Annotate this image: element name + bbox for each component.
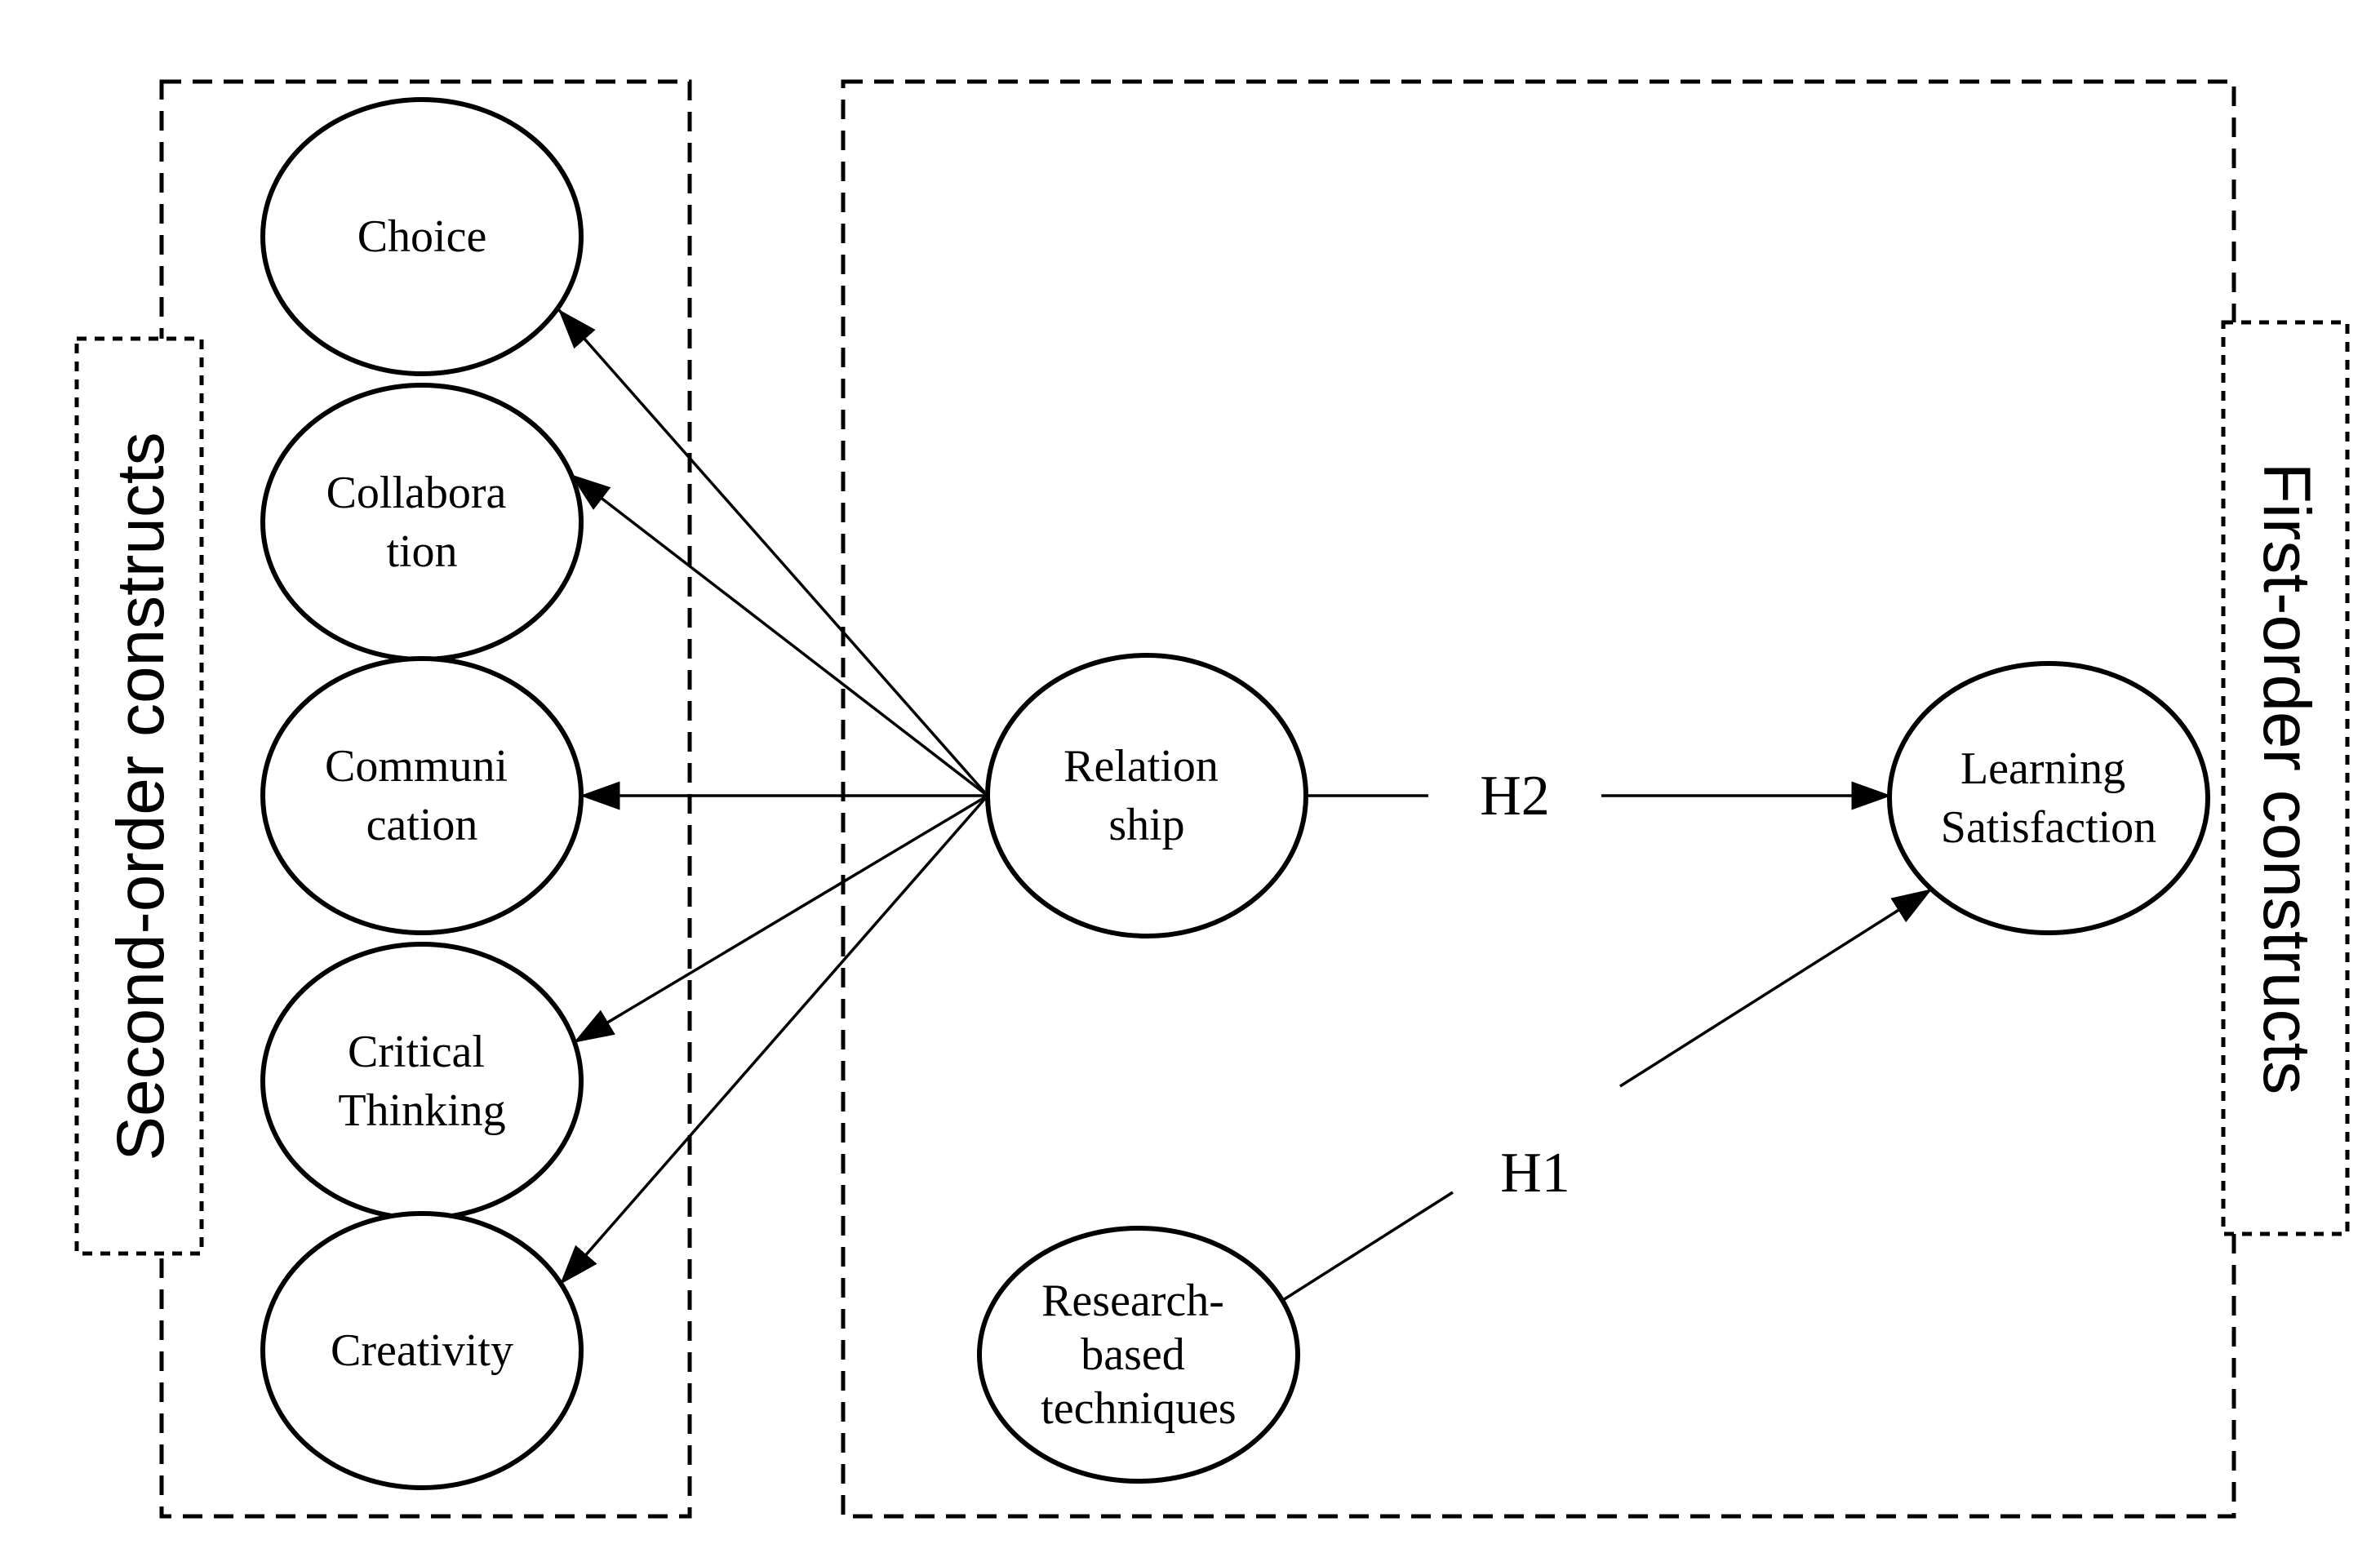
- node-communication-label: Communi cation: [325, 726, 519, 850]
- second-order-label: Second-order constructs: [104, 432, 178, 1160]
- node-choice: Choice: [260, 97, 584, 376]
- node-creativity: Creativity: [260, 1211, 584, 1490]
- node-relationship: Relation ship: [985, 653, 1308, 938]
- node-relationship-label: Relation ship: [1063, 726, 1230, 850]
- first-order-label: First-order constructs: [2250, 463, 2324, 1095]
- arrow-relationship-to-critical-thinking: [573, 794, 988, 1044]
- node-research-based-techniques-label: Research- based techniques: [1041, 1261, 1236, 1434]
- first-order-group-rect: [841, 79, 2236, 1519]
- arrow-relationship-to-creativity: [559, 794, 989, 1285]
- h2-label: H2: [1480, 765, 1550, 828]
- node-communication: Communi cation: [260, 656, 584, 935]
- node-critical-thinking-label: Critical Thinking: [338, 1012, 505, 1136]
- node-creativity-label: Creativity: [331, 1325, 513, 1376]
- first-order-label-box: [2221, 320, 2350, 1236]
- arrow-relationship-to-choice: [557, 308, 989, 797]
- arrow-h1-to-learning-satisfaction: [1619, 888, 1933, 1088]
- node-critical-thinking: Critical Thinking: [260, 942, 584, 1221]
- node-learning-satisfaction: Learning Satisfaction: [1887, 661, 2210, 935]
- h1-label: H1: [1500, 1142, 1570, 1205]
- h1-line-segment: [1282, 1191, 1454, 1302]
- second-order-label-box: [74, 336, 204, 1256]
- arrow-relationship-to-collaboration: [570, 473, 989, 797]
- node-collaboration: Collabora tion: [260, 383, 584, 662]
- node-learning-satisfaction-label: Learning Satisfaction: [1941, 729, 2156, 853]
- node-choice-label: Choice: [357, 211, 487, 262]
- node-research-based-techniques: Research- based techniques: [977, 1226, 1300, 1484]
- node-collaboration-label: Collabora tion: [326, 453, 518, 577]
